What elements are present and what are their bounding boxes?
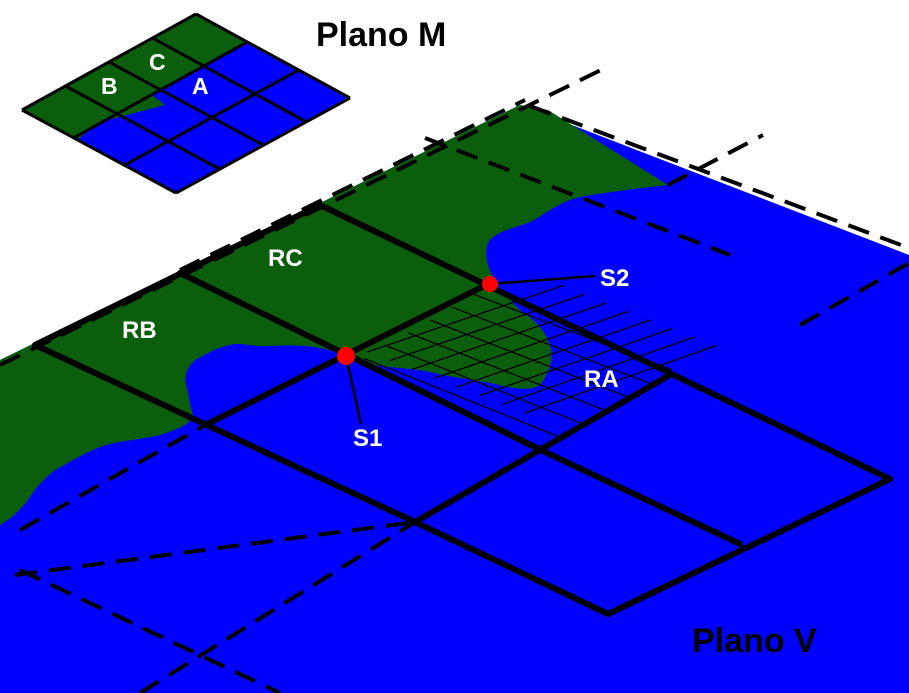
plane-m-title: Plano M <box>316 16 446 54</box>
point-leaders <box>344 274 596 425</box>
plane-v-title: Plano V <box>692 622 817 660</box>
point-s2 <box>482 276 498 292</box>
region-rc-label: RC <box>268 245 303 272</box>
point-s2-label: S2 <box>600 265 629 292</box>
plane-m-grid-lines <box>21 12 351 195</box>
plane-v-land <box>0 105 668 525</box>
point-s1 <box>337 347 355 365</box>
region-rb-label: RB <box>122 317 157 344</box>
region-ra-label: RA <box>584 366 619 393</box>
point-s1-label: S1 <box>353 425 382 452</box>
ra-fine-grid <box>364 285 718 438</box>
plane-m-cell-a: A <box>192 73 209 99</box>
plane-m-cell-b: B <box>101 73 118 99</box>
plane-v: RC RB RA S1 S2 <box>0 66 909 693</box>
plane-m: B C A <box>21 12 351 195</box>
plane-m-cell-c: C <box>149 49 166 75</box>
solid-grid-lines <box>32 202 893 617</box>
